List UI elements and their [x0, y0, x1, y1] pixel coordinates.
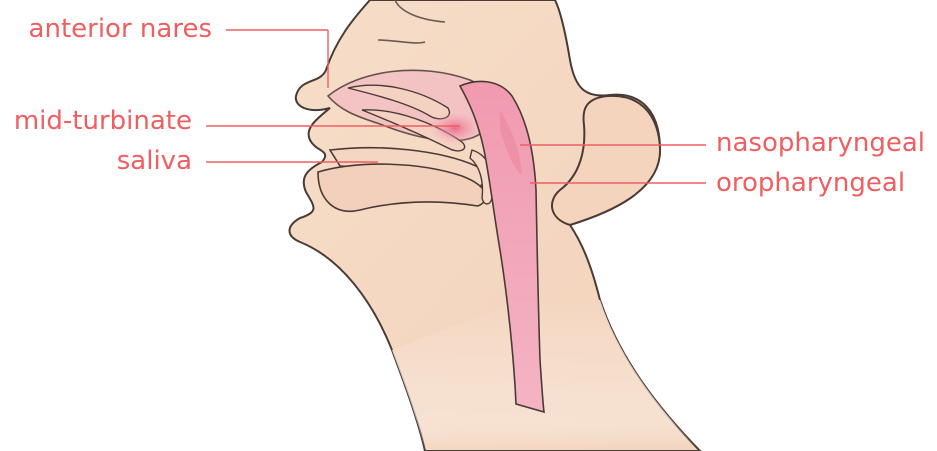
- mid-turbinate-glow: [429, 112, 481, 144]
- label-oropharyngeal: oropharyngeal: [716, 168, 905, 198]
- label-mid-turbinate: mid-turbinate: [6, 106, 192, 136]
- label-anterior-nares: anterior nares: [26, 14, 212, 44]
- label-nasopharyngeal: nasopharyngeal: [716, 128, 925, 158]
- label-saliva: saliva: [6, 146, 192, 176]
